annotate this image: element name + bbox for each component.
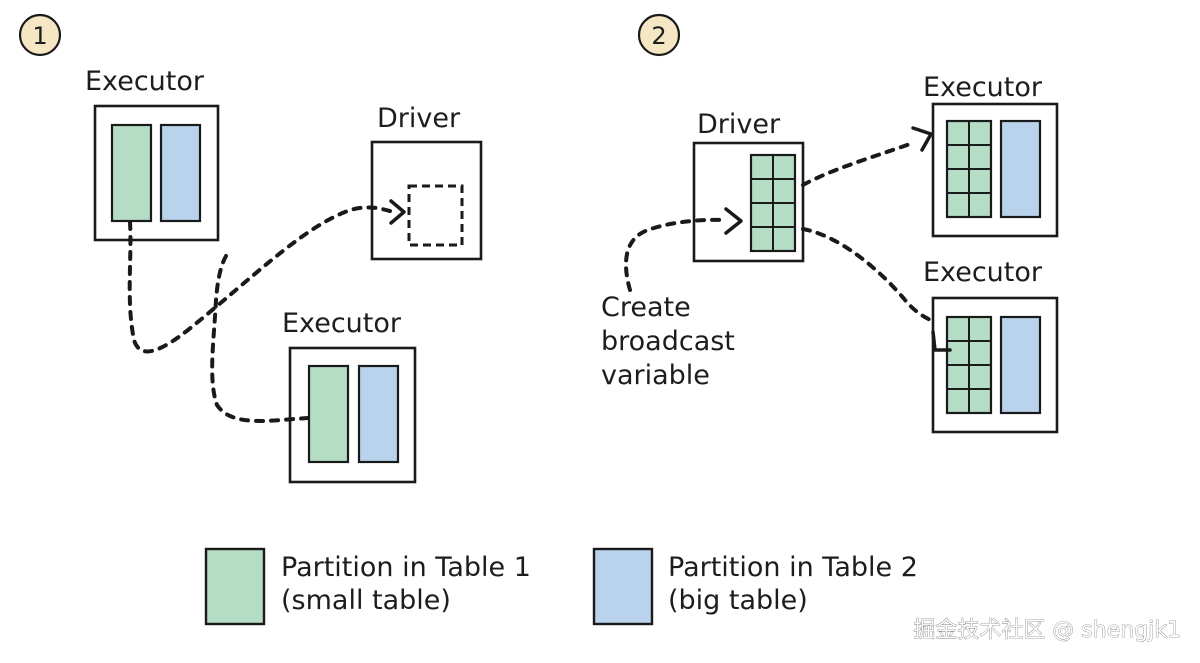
driver-box-1	[370, 140, 483, 261]
annotation-line-3: variable	[601, 360, 710, 391]
legend-table2-line2: (big table)	[668, 585, 808, 616]
executor-label-1a: Executor	[85, 66, 205, 97]
executor-box-2a	[931, 102, 1059, 238]
broadcast-table-grid	[749, 153, 797, 253]
empty-partition-slot	[407, 184, 464, 247]
watermark: 掘金技术社区 @ shengjk1	[913, 618, 1181, 643]
legend: Partition in Table 1 (small table) Parti…	[204, 547, 918, 626]
driver-label-2: Driver	[697, 109, 781, 140]
step-badge-2: 2	[637, 13, 681, 57]
arrow-into-driver-2	[724, 207, 743, 235]
legend-table1-line2: (small table)	[281, 585, 451, 616]
driver-box-2	[692, 141, 805, 263]
step-number-2: 2	[651, 22, 666, 50]
arrow-into-driver-1	[389, 199, 406, 225]
big-table-partition	[159, 123, 202, 223]
legend-swatch-big-table	[592, 547, 654, 626]
big-table-partition	[999, 315, 1042, 415]
small-table-partition	[307, 364, 350, 464]
broadcast-table-copy	[945, 315, 993, 415]
panel-2: 2 Driver Create broadcast variable Execu…	[601, 13, 1059, 434]
executor-label-2b: Executor	[923, 257, 1043, 288]
executor-box-2b	[931, 296, 1059, 434]
collect-path-top-executor	[127, 205, 395, 354]
executor-label-1b: Executor	[282, 308, 402, 339]
step-badge-1: 1	[18, 13, 62, 57]
legend-table1-line1: Partition in Table 1	[281, 552, 531, 583]
legend-item-table1: Partition in Table 1 (small table)	[204, 547, 531, 626]
arrow-into-executor-2b	[931, 330, 952, 352]
legend-item-table2: Partition in Table 2 (big table)	[592, 547, 918, 626]
panel-1: 1 Executor Driver Executor	[18, 13, 483, 484]
legend-swatch-small-table	[204, 547, 266, 626]
step-number-1: 1	[32, 22, 47, 50]
big-table-partition	[999, 119, 1042, 219]
big-table-partition	[357, 364, 400, 464]
create-broadcast-path	[624, 217, 728, 292]
annotation-line-1: Create	[601, 292, 691, 323]
arrow-into-executor-2a	[911, 126, 933, 152]
executor-label-2a: Executor	[923, 72, 1043, 103]
executor-box-1a	[93, 104, 220, 242]
legend-table2-line1: Partition in Table 2	[668, 552, 918, 583]
broadcast-path-top	[801, 142, 912, 187]
collect-path-bottom-executor	[210, 248, 310, 423]
executor-box-1b	[288, 346, 417, 484]
broadcast-path-bottom	[801, 227, 937, 324]
driver-label-1: Driver	[377, 103, 461, 134]
small-table-partition	[110, 123, 153, 223]
broadcast-table-copy	[945, 119, 993, 219]
annotation-line-2: broadcast	[601, 326, 735, 357]
